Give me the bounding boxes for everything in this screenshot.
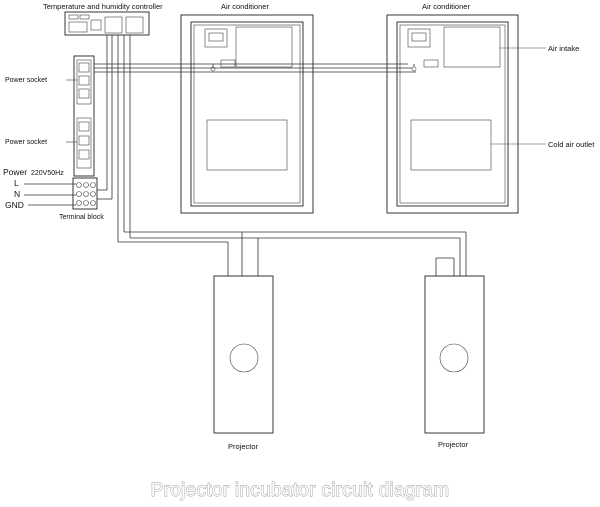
- ac-left-display: [208, 32, 224, 42]
- ac-left-outlet-grille: [206, 119, 288, 171]
- controller-display-top-2: [79, 14, 90, 20]
- line-l-label: L: [14, 178, 19, 188]
- terminal-3: [90, 182, 96, 188]
- wiring: [94, 35, 467, 277]
- ac-right-outlet-grille: [410, 119, 492, 171]
- terminal-2: [83, 182, 89, 188]
- terminal-block-label: Terminal block: [59, 214, 104, 221]
- controller-label: Temperature and humidity controller: [43, 2, 163, 11]
- projector-left: Projector: [213, 275, 274, 451]
- ac-right-display: [411, 32, 427, 42]
- ac-left-panel: [204, 28, 228, 48]
- socket-2a: [78, 121, 90, 132]
- controller-screen: [68, 21, 88, 33]
- line-n-label: N: [14, 189, 20, 199]
- terminal-block: Terminal block: [59, 177, 104, 221]
- air-intake-label: Air intake: [548, 44, 579, 53]
- projector-right-body: [424, 275, 485, 434]
- ac-left-body: [190, 21, 304, 207]
- air-conditioner-right: Air conditioner: [386, 2, 519, 214]
- diagram-title: Projector incubator circuit diagram: [151, 480, 450, 501]
- projector-left-lens: [229, 343, 259, 373]
- controller: Temperature and humidity controller: [43, 2, 163, 36]
- controller-display-top: [68, 14, 79, 20]
- socket-1c: [78, 88, 90, 99]
- power-label: Power: [3, 167, 27, 177]
- socket-2c: [78, 149, 90, 160]
- ac-left-connector: [220, 59, 236, 68]
- air-conditioner-left: Air conditioner: [180, 2, 314, 214]
- projector-left-body: [213, 275, 274, 434]
- ac-right-intake-grille: [443, 26, 501, 68]
- projector-left-label: Projector: [228, 442, 259, 451]
- socket-group-2: [76, 117, 92, 169]
- power-socket-label-1: Power socket: [5, 77, 47, 84]
- power-socket-label-2: Power socket: [5, 139, 47, 146]
- ac-left-inner: [193, 24, 301, 204]
- terminal-4: [76, 191, 82, 197]
- socket-1a: [78, 62, 90, 73]
- socket-group-1: [76, 59, 92, 105]
- ac-left-intake-grille: [235, 26, 293, 68]
- power-strip-body: [73, 55, 95, 177]
- cold-air-outlet-label: Cold air outlet: [548, 140, 595, 149]
- projector-right-label: Projector: [438, 440, 469, 449]
- terminal-8: [83, 200, 89, 206]
- ac-right-body: [396, 21, 509, 207]
- voltage-label: 220V50Hz: [31, 170, 64, 177]
- projector-right: Projector: [424, 275, 485, 449]
- ac-right-inner: [399, 24, 506, 204]
- terminal-7: [76, 200, 82, 206]
- line-gnd-label: GND: [5, 200, 24, 210]
- projector-right-lens: [439, 343, 469, 373]
- power-strip: Power socket Power socket: [5, 55, 95, 177]
- terminal-5: [83, 191, 89, 197]
- terminal-1: [76, 182, 82, 188]
- socket-1b: [78, 75, 90, 86]
- ac-right-connector: [423, 59, 439, 68]
- controller-relay-2: [125, 16, 144, 34]
- ac-left-label: Air conditioner: [221, 2, 269, 11]
- ac-right-label: Air conditioner: [422, 2, 470, 11]
- controller-relay: [104, 16, 123, 34]
- socket-2b: [78, 135, 90, 146]
- ac-right-panel: [407, 28, 431, 48]
- controller-button: [90, 19, 102, 31]
- power-input: Power 220V50Hz L N GND: [3, 167, 76, 210]
- controller-box: [64, 11, 150, 36]
- terminal-9: [90, 200, 96, 206]
- terminal-6: [90, 191, 96, 197]
